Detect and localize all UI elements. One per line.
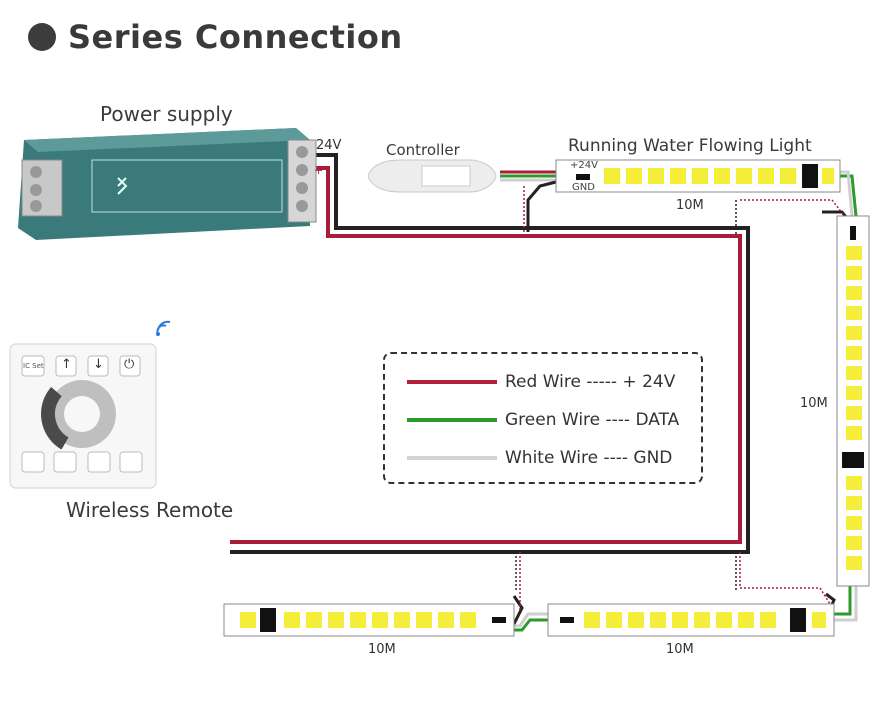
legend-white-text: White Wire ---- GND	[505, 448, 673, 468]
green-wire-swatch	[407, 418, 497, 422]
legend-red: Red Wire ----- + 24V	[407, 372, 675, 392]
strip-top-title: Running Water Flowing Light	[568, 136, 812, 156]
bottom-link-wires	[510, 552, 548, 632]
wireless-remote-device	[9, 320, 171, 489]
wire-legend: Red Wire ----- + 24V Green Wire ---- DAT…	[383, 352, 703, 484]
red-wire-main	[230, 166, 742, 544]
legend-green-text: Green Wire ---- DATA	[505, 410, 680, 430]
power-supply-label: Power supply	[100, 102, 233, 126]
down-arrow-icon: ↓	[93, 357, 104, 372]
strip-right-length: 10M	[800, 396, 828, 411]
black-wire-main	[230, 153, 750, 554]
controller-wires	[500, 170, 557, 232]
ic-set-button: IC Set	[23, 362, 44, 370]
legend-red-text: Red Wire ----- + 24V	[505, 372, 676, 392]
white-wire-swatch	[407, 456, 497, 460]
strip-plus-label: +24V	[570, 160, 598, 171]
up-arrow-icon: ↑	[61, 357, 72, 372]
power-supply-unit	[18, 128, 317, 240]
wireless-remote-label: Wireless Remote	[66, 498, 234, 522]
page-title: Series Connection	[68, 18, 403, 56]
strip-gnd-label: GND	[572, 182, 595, 193]
power-icon: ⏻	[124, 357, 135, 372]
voltage-label: 24V	[316, 138, 342, 153]
led-strip-bottom-left	[223, 603, 515, 637]
strip-bottom-right-length: 10M	[666, 642, 694, 657]
strip-top-length: 10M	[676, 198, 704, 213]
plus-mark: +	[314, 164, 324, 177]
power-wires	[230, 153, 750, 554]
bullet-icon	[28, 23, 56, 51]
legend-white: White Wire ---- GND	[407, 448, 672, 468]
led-strip-bottom-right	[547, 603, 835, 637]
red-wire-swatch	[407, 380, 497, 384]
right-to-bottom-wires	[735, 552, 858, 622]
legend-green: Green Wire ---- DATA	[407, 410, 679, 430]
strip-bottom-left-length: 10M	[368, 642, 396, 657]
wifi-icon	[156, 320, 171, 335]
controller-device	[367, 159, 497, 193]
section-header: Series Connection	[28, 18, 403, 56]
controller-label: Controller	[386, 141, 460, 159]
led-strip-right	[836, 215, 870, 587]
led-strip-top	[555, 159, 841, 193]
